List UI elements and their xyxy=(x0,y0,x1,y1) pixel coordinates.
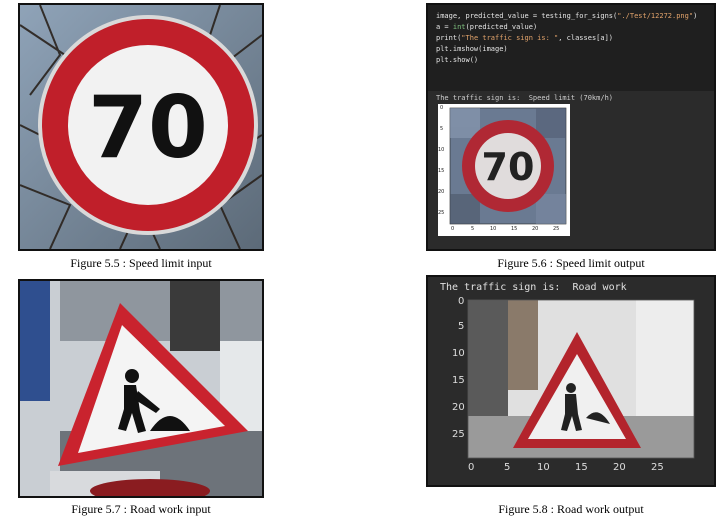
figure-5-7-image xyxy=(18,279,264,498)
x-tick: 10 xyxy=(490,226,497,232)
x-tick: 10 xyxy=(537,462,550,473)
road-work-photo xyxy=(20,281,262,496)
y-tick: 5 xyxy=(440,126,444,132)
code-line-3: print("The traffic sign is: ", classes[a… xyxy=(436,34,614,42)
figure-5-8-caption: Figure 5.8 : Road work output xyxy=(498,502,644,516)
code-line-4: plt.imshow(image) xyxy=(436,45,508,53)
y-tick: 0 xyxy=(458,296,465,307)
code-line-5: plt.show() xyxy=(436,56,479,64)
x-tick: 15 xyxy=(575,462,588,473)
x-tick: 0 xyxy=(468,462,475,473)
y-tick: 10 xyxy=(452,348,465,359)
x-tick: 5 xyxy=(504,462,511,473)
plot-sign-number: 70 xyxy=(482,145,535,189)
y-tick: 25 xyxy=(438,210,445,216)
figure-5-6-caption: Figure 5.6 : Speed limit output xyxy=(497,256,645,270)
speed-limit-photo: 70 xyxy=(20,5,262,249)
y-tick: 20 xyxy=(438,189,445,195)
y-tick: 15 xyxy=(452,375,465,386)
output-plot-svg: 70 xyxy=(449,107,567,225)
sign-number: 70 xyxy=(88,78,208,178)
x-tick: 5 xyxy=(471,226,475,232)
x-tick: 25 xyxy=(651,462,664,473)
figure-5-5-caption: Figure 5.5 : Speed limit input xyxy=(70,256,212,270)
output-text: The traffic sign is: Road work xyxy=(440,282,627,293)
output-plot: 70 0 5 10 15 20 25 0 5 10 15 20 25 xyxy=(438,104,570,236)
x-tick: 20 xyxy=(613,462,626,473)
y-tick: 20 xyxy=(452,402,465,413)
figure-5-8-image: The traffic sign is: Road work 0 5 10 15… xyxy=(426,275,716,487)
output-plot: 0 5 10 15 20 25 0 5 10 15 20 25 xyxy=(436,296,702,484)
y-tick: 5 xyxy=(458,321,465,332)
x-tick: 0 xyxy=(451,226,455,232)
figure-5-6-image: image, predicted_value = testing_for_sig… xyxy=(426,3,716,251)
figure-5-7-caption: Figure 5.7 : Road work input xyxy=(71,502,211,516)
code-line-1: image, predicted_value = testing_for_sig… xyxy=(436,12,698,20)
code-line-2: a = int(predicted_value) xyxy=(436,23,538,31)
y-tick: 15 xyxy=(438,168,445,174)
code-cell: image, predicted_value = testing_for_sig… xyxy=(428,5,714,91)
output-text: The traffic sign is: Speed limit (70km/h… xyxy=(436,94,614,102)
x-tick: 15 xyxy=(511,226,518,232)
y-tick: 25 xyxy=(452,429,465,440)
output-plot-svg xyxy=(467,299,695,459)
x-tick: 25 xyxy=(553,226,560,232)
x-tick: 20 xyxy=(532,226,539,232)
y-tick: 0 xyxy=(440,105,444,111)
figure-5-5-image: 70 xyxy=(18,3,264,251)
y-tick: 10 xyxy=(438,147,445,153)
